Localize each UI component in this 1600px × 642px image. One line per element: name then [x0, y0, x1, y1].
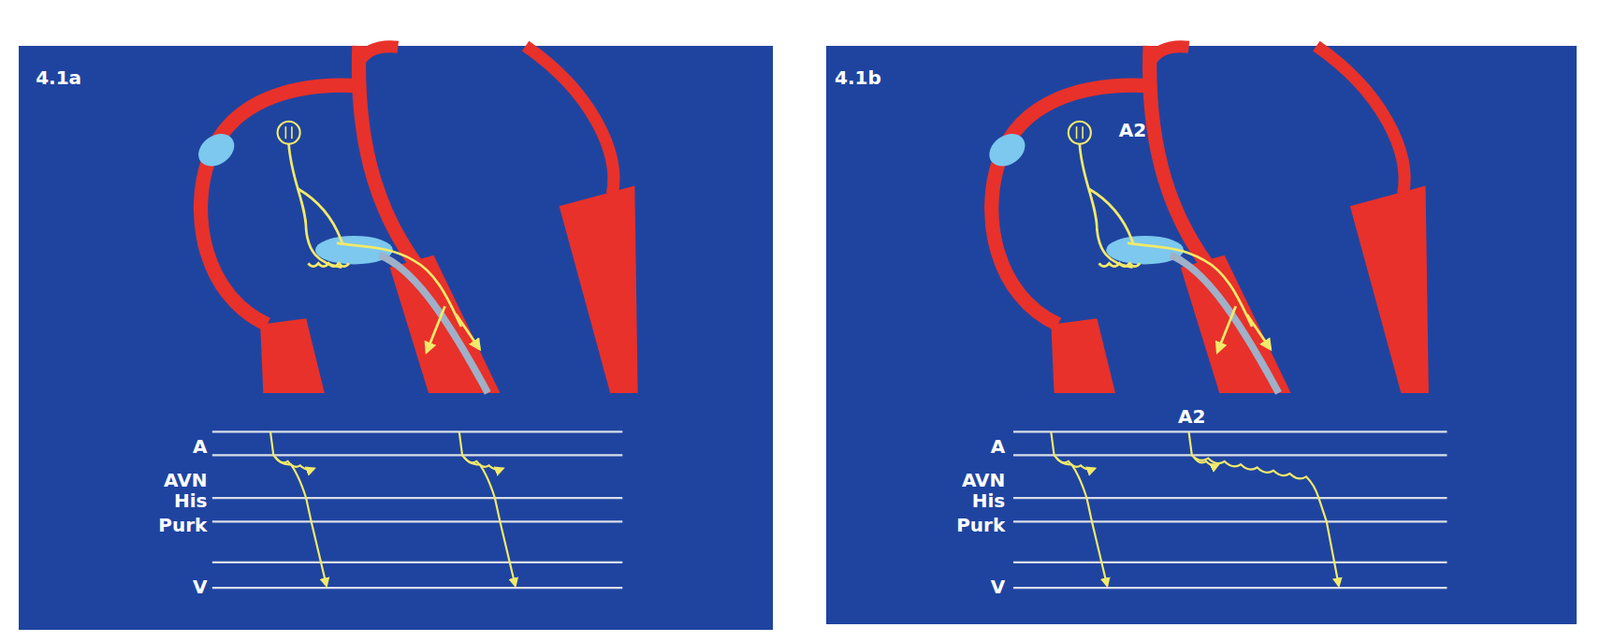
ladder-label: His — [972, 491, 1006, 510]
figure-number: 4.1b — [834, 68, 882, 88]
ladder-label: Purk — [158, 515, 207, 535]
ladder-label: A — [990, 436, 1005, 456]
figure-number: 4.1a — [35, 68, 82, 88]
ladder-label: AVN — [961, 470, 1005, 490]
ladder-label: Purk — [956, 515, 1005, 535]
ladder-label: His — [174, 491, 208, 510]
ladder-label: A2 — [1178, 407, 1206, 426]
ladder-label: V — [192, 577, 207, 597]
panel — [18, 45, 773, 630]
ladder-label: V — [990, 577, 1005, 597]
ladder-label: A2 — [1119, 120, 1147, 140]
ladder-label: A — [192, 436, 207, 456]
panel — [826, 45, 1577, 625]
ladder-label: AVN — [163, 470, 207, 490]
